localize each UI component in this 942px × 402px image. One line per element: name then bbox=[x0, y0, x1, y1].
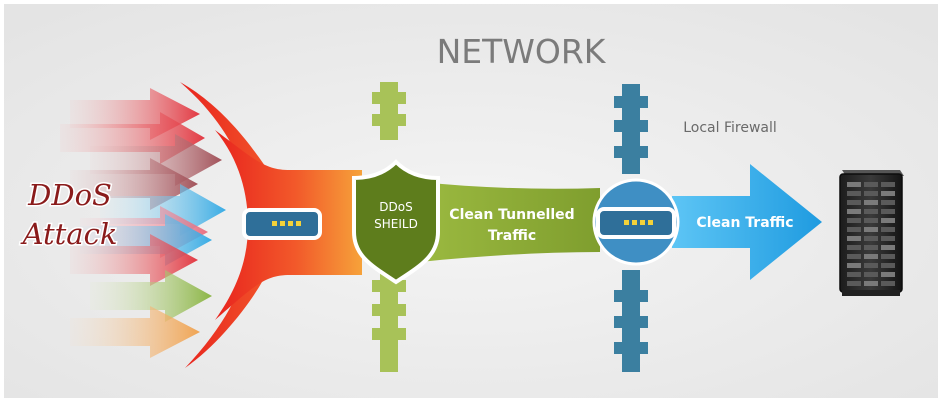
local-firewall-label: Local Firewall bbox=[683, 120, 777, 136]
server-slot bbox=[847, 182, 861, 187]
server-slot bbox=[881, 236, 895, 241]
edge-router-icon bbox=[242, 208, 322, 240]
server-slot bbox=[881, 263, 895, 268]
server-slot bbox=[847, 218, 861, 223]
shield-firewall-wall bbox=[372, 82, 406, 372]
ddos-attack-label-line2: Attack bbox=[20, 217, 118, 251]
clean-traffic-label: Clean Traffic bbox=[696, 215, 793, 231]
server-slot bbox=[847, 263, 861, 268]
server-slot bbox=[881, 218, 895, 223]
server-slot bbox=[881, 254, 895, 259]
server-slot bbox=[881, 200, 895, 205]
tunnel-label-line1: Clean Tunnelled bbox=[449, 207, 574, 223]
server-slot bbox=[881, 209, 895, 214]
clean-traffic-arrow bbox=[672, 164, 822, 280]
server-rack-icon bbox=[839, 170, 904, 296]
server-slot bbox=[847, 209, 861, 214]
server-slot bbox=[881, 281, 895, 286]
server-slot bbox=[864, 263, 878, 268]
shield-label-line1: DDoS bbox=[379, 200, 412, 214]
ddos-attack-label-line1: DDoS bbox=[27, 178, 112, 212]
server-slot bbox=[864, 236, 878, 241]
server-slot bbox=[847, 200, 861, 205]
network-title: NETWORK bbox=[437, 32, 607, 71]
server-slot bbox=[881, 272, 895, 277]
server-slot bbox=[881, 227, 895, 232]
server-slot bbox=[847, 245, 861, 250]
server-slots bbox=[847, 182, 895, 286]
server-slot bbox=[847, 191, 861, 196]
server-slot bbox=[864, 245, 878, 250]
server-slot bbox=[864, 254, 878, 259]
server-slot bbox=[847, 227, 861, 232]
server-slot bbox=[881, 182, 895, 187]
server-slot bbox=[864, 227, 878, 232]
shield-label-line2: SHEILD bbox=[374, 217, 418, 231]
local-firewall-wall bbox=[614, 84, 648, 372]
attack-arrows bbox=[60, 88, 226, 358]
attack-arrow-orange-1 bbox=[70, 306, 200, 358]
attack-arrow-green-1 bbox=[90, 270, 212, 322]
server-slot bbox=[847, 272, 861, 277]
tunnel-label-line2: Traffic bbox=[488, 228, 536, 244]
server-slot bbox=[864, 209, 878, 214]
ddos-shield-icon bbox=[352, 159, 440, 285]
server-slot bbox=[864, 182, 878, 187]
server-slot bbox=[881, 245, 895, 250]
server-slot bbox=[847, 281, 861, 286]
server-slot bbox=[881, 191, 895, 196]
server-slot bbox=[847, 236, 861, 241]
server-slot bbox=[864, 281, 878, 286]
server-slot bbox=[864, 191, 878, 196]
server-slot bbox=[864, 200, 878, 205]
firewall-router-icon bbox=[592, 178, 680, 266]
clean-tunnel bbox=[420, 182, 600, 262]
server-slot bbox=[864, 272, 878, 277]
server-slot bbox=[864, 218, 878, 223]
server-slot bbox=[847, 254, 861, 259]
